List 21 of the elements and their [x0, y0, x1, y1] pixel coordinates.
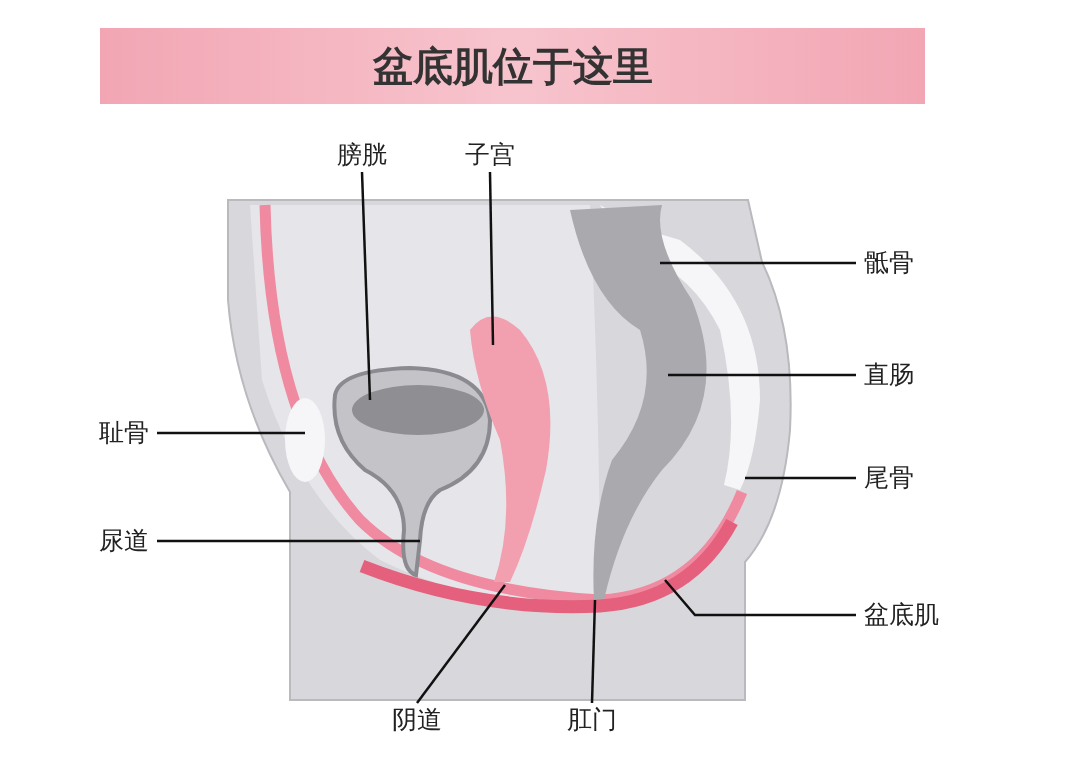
leader-line	[668, 373, 856, 377]
leader-line	[488, 171, 495, 346]
leader-line	[157, 431, 305, 435]
part-label: 膀胱	[335, 140, 389, 170]
part-label: 尾骨	[862, 463, 916, 493]
leader-line	[157, 539, 420, 543]
leader-line	[660, 261, 856, 265]
part-label: 盆底肌	[862, 600, 941, 630]
title-banner: 盆底肌位于这里	[100, 28, 925, 104]
leader-line	[590, 599, 597, 704]
part-label: 尿道	[97, 526, 151, 556]
leader-line	[664, 579, 856, 617]
part-label: 子宫	[463, 140, 517, 170]
part-label: 直肠	[862, 360, 916, 390]
leader-line	[416, 584, 506, 704]
part-label: 耻骨	[97, 418, 151, 448]
part-label: 骶骨	[862, 248, 916, 278]
part-label: 肛门	[565, 705, 619, 735]
leader-line	[745, 476, 856, 480]
leader-line	[360, 171, 372, 401]
part-label: 阴道	[390, 705, 444, 735]
